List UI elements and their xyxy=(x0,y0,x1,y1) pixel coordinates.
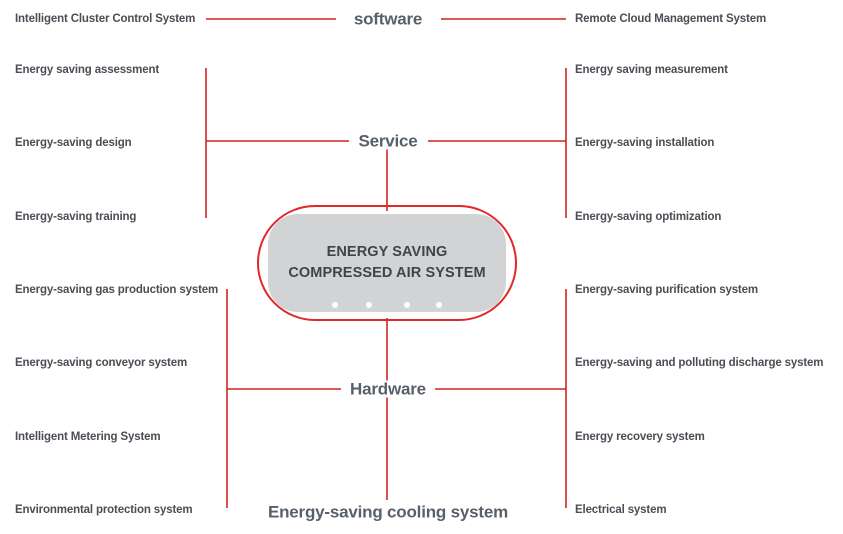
branch-label-software[interactable]: software xyxy=(344,10,432,28)
center-dots xyxy=(268,302,506,308)
leaf-energy-saving-assessment[interactable]: Energy saving assessment xyxy=(15,64,160,76)
center-title-line-1: ENERGY SAVING xyxy=(326,244,448,260)
dot-4 xyxy=(436,302,442,308)
leaf-energy-saving-and-polluting-discharge-system[interactable]: Energy-saving and polluting discharge sy… xyxy=(575,357,824,369)
leaf-remote-cloud-management-system[interactable]: Remote Cloud Management System xyxy=(575,13,767,25)
center-capsule: ENERGY SAVING COMPRESSED AIR SYSTEM xyxy=(268,214,506,312)
leaf-energy-saving-measurement[interactable]: Energy saving measurement xyxy=(575,64,728,76)
leaf-energy-recovery-system[interactable]: Energy recovery system xyxy=(575,431,705,443)
leaf-energy-saving-conveyor-system[interactable]: Energy-saving conveyor system xyxy=(15,357,188,369)
dot-3 xyxy=(404,302,410,308)
center-title: ENERGY SAVING COMPRESSED AIR SYSTEM xyxy=(288,242,485,283)
leaf-environmental-protection-system[interactable]: Environmental protection system xyxy=(15,504,193,516)
leaf-intelligent-metering-system[interactable]: Intelligent Metering System xyxy=(15,431,161,443)
branch-label-cooling-system[interactable]: Energy-saving cooling system xyxy=(257,503,519,521)
leaf-energy-saving-optimization[interactable]: Energy-saving optimization xyxy=(575,211,722,223)
leaf-energy-saving-design[interactable]: Energy-saving design xyxy=(15,137,132,149)
branch-label-service[interactable]: Service xyxy=(349,132,427,150)
center-title-line-2: COMPRESSED AIR SYSTEM xyxy=(288,264,486,281)
leaf-electrical-system[interactable]: Electrical system xyxy=(575,504,667,516)
dot-1 xyxy=(332,302,338,308)
leaf-energy-saving-gas-production-system[interactable]: Energy-saving gas production system xyxy=(15,284,219,296)
dot-2 xyxy=(366,302,372,308)
center-capsule-outline xyxy=(257,205,517,321)
leaf-intelligent-cluster-control-system[interactable]: Intelligent Cluster Control System xyxy=(15,13,196,25)
leaf-energy-saving-purification-system[interactable]: Energy-saving purification system xyxy=(575,284,758,296)
leaf-energy-saving-training[interactable]: Energy-saving training xyxy=(15,211,137,223)
branch-label-hardware[interactable]: Hardware xyxy=(341,380,435,398)
leaf-energy-saving-installation[interactable]: Energy-saving installation xyxy=(575,137,715,149)
